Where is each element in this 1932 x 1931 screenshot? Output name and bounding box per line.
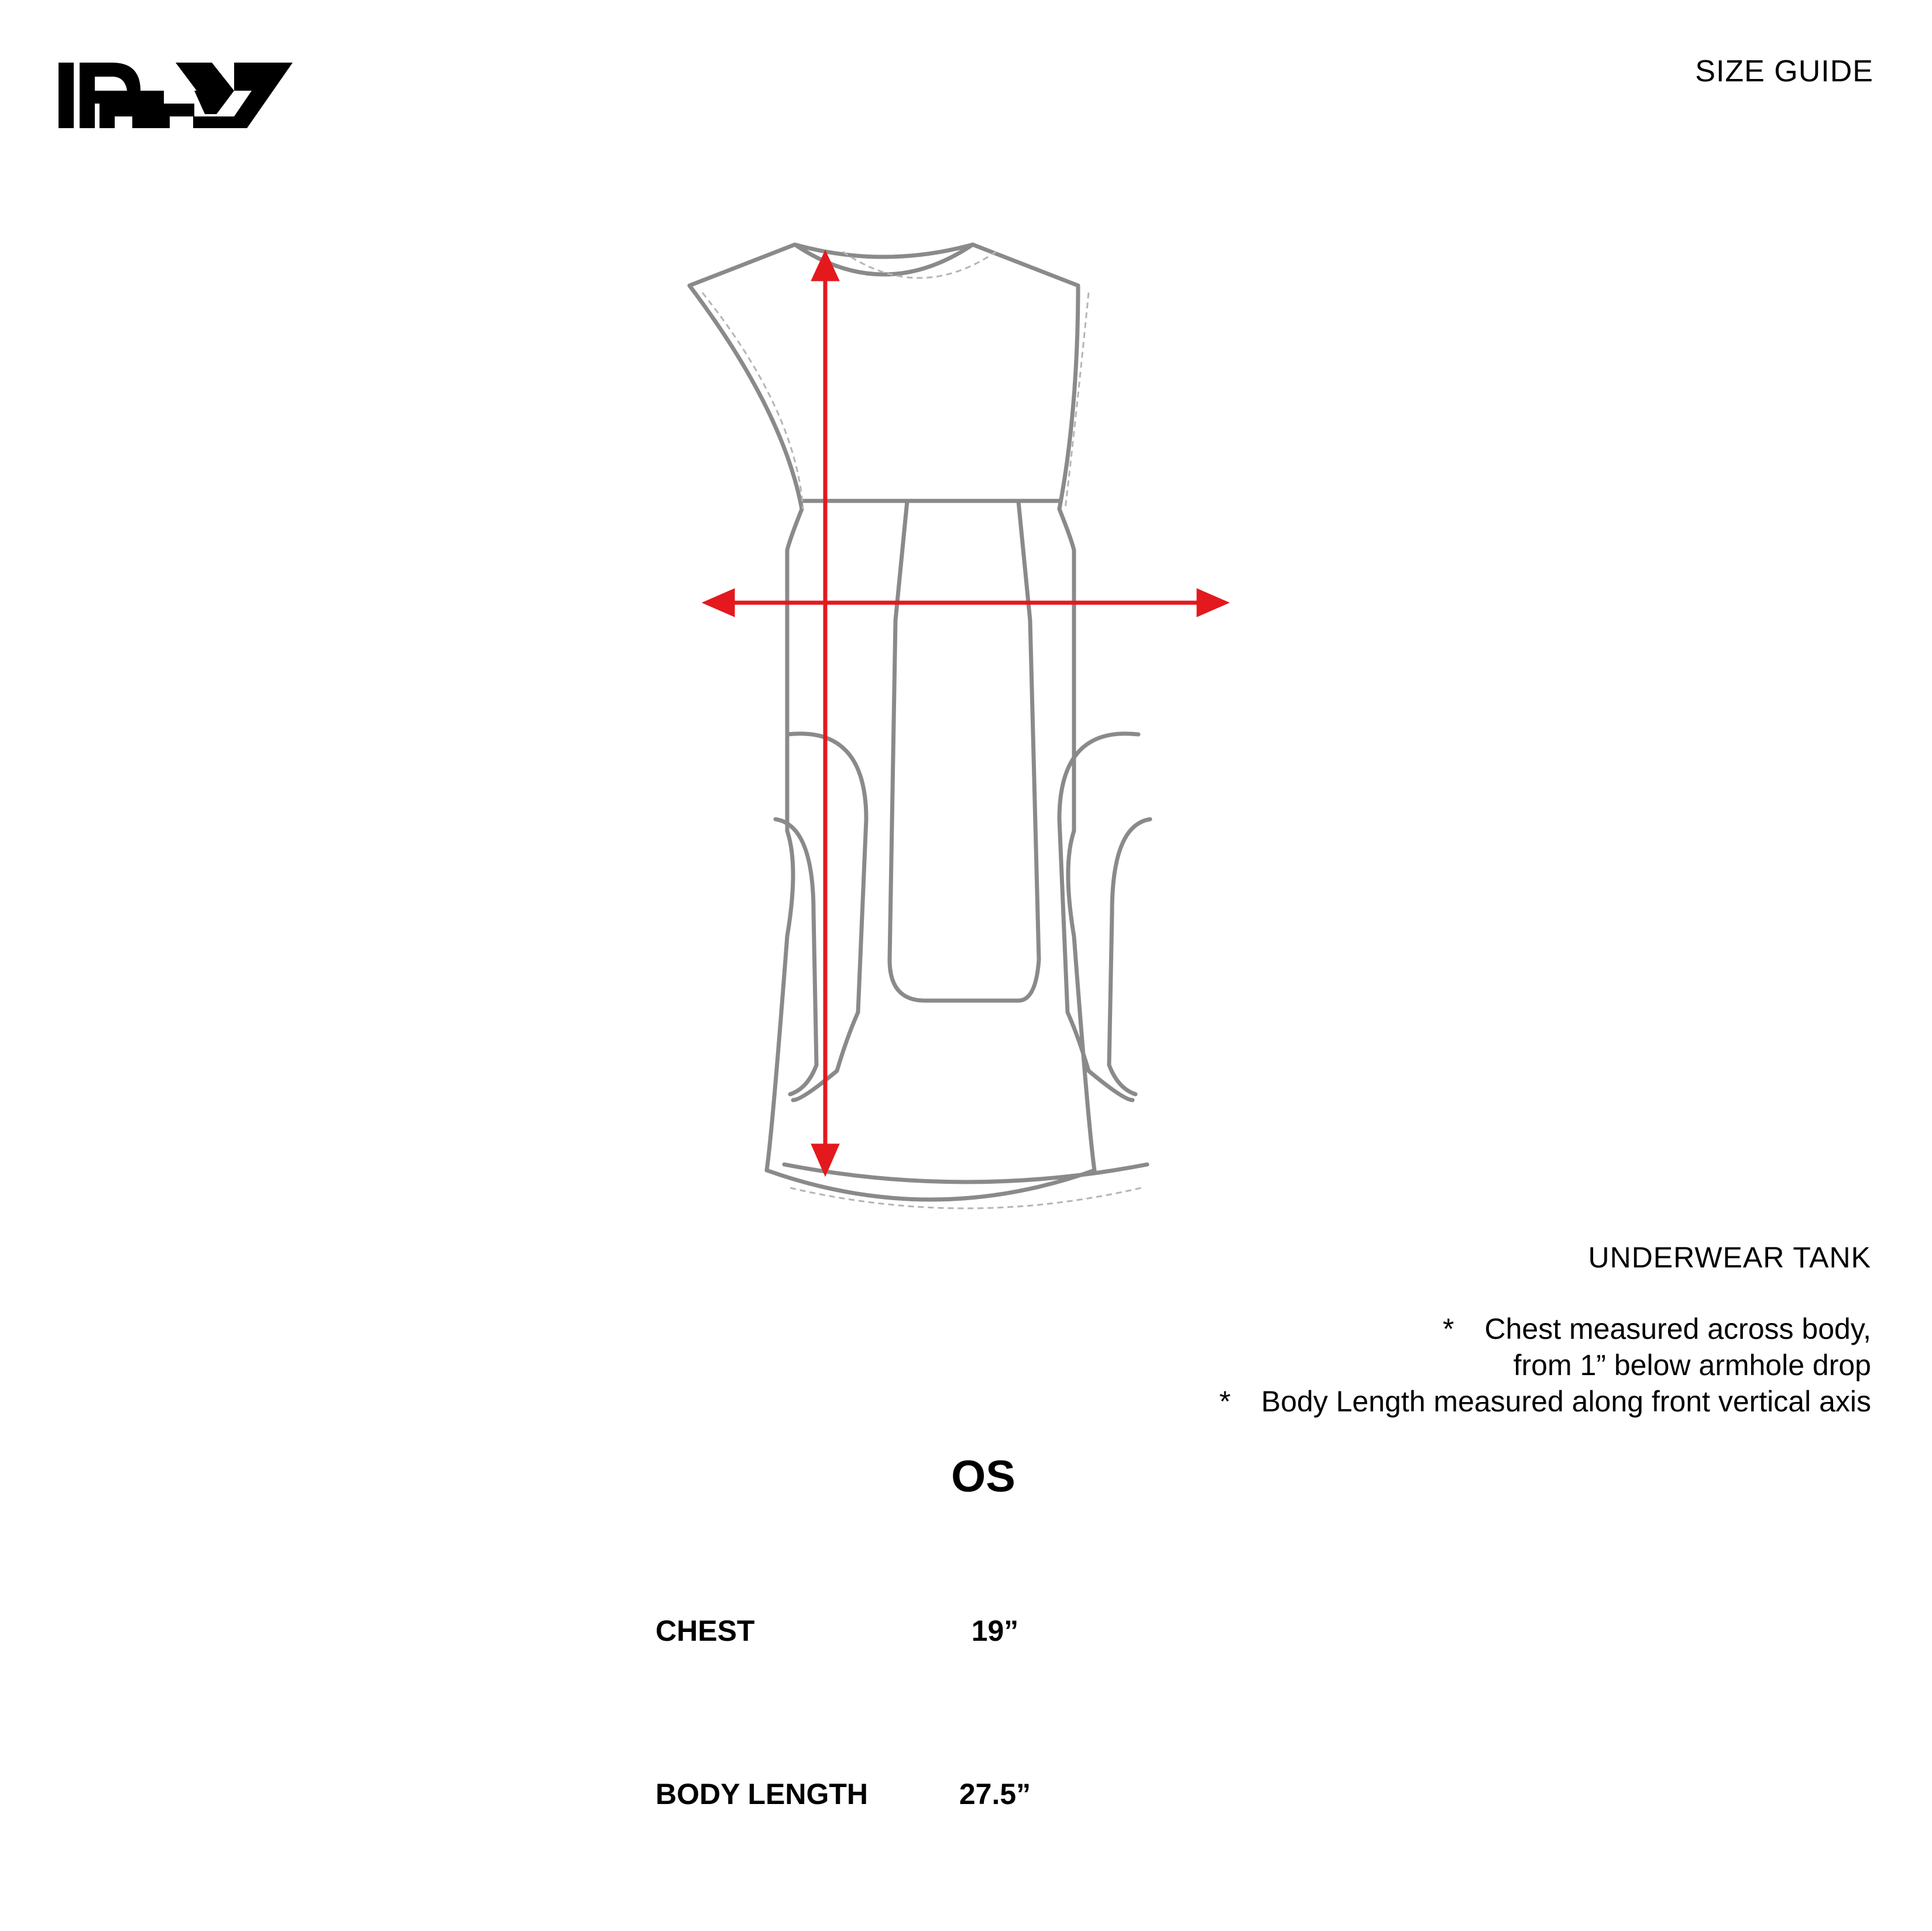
note-bullet: *	[1219, 1385, 1231, 1418]
note-line: from 1” below armhole drop	[1513, 1349, 1871, 1382]
chest-arrow	[701, 588, 1230, 617]
product-name: UNDERWEAR TANK	[1588, 1241, 1871, 1274]
left-armhole-stitching	[701, 292, 804, 510]
size-heading: OS	[951, 1452, 1015, 1501]
spec-label: CHEST	[656, 1614, 755, 1647]
tank-outline	[687, 242, 1097, 1202]
left-panel	[785, 731, 869, 1102]
brand-logo	[59, 63, 293, 128]
spec-value: 19”	[971, 1614, 1019, 1647]
neck-stitching	[842, 250, 997, 279]
note-chest: * Chest measured across body,	[1052, 1311, 1871, 1347]
right-side-panel	[1107, 817, 1152, 1097]
tank-illustration	[687, 242, 1230, 1210]
spec-label: BODY LENGTH	[656, 1778, 868, 1810]
hem-band	[782, 1162, 1149, 1184]
hem-stitching	[790, 1187, 1142, 1210]
note-bullet: *	[1443, 1312, 1454, 1345]
center-pocket	[887, 499, 1041, 1003]
measurement-notes: * Chest measured across body, from 1” bel…	[1052, 1311, 1871, 1420]
note-line: Chest measured across body,	[1484, 1312, 1872, 1345]
note-chest-continued: from 1” below armhole drop	[1052, 1347, 1871, 1383]
neckline	[792, 242, 975, 277]
right-panel	[1057, 731, 1141, 1102]
spec-value: 27.5”	[959, 1778, 1031, 1810]
left-side-panel	[773, 817, 819, 1097]
page-title: SIZE GUIDE	[1695, 54, 1873, 88]
body-length-arrow	[811, 249, 840, 1177]
right-armhole-stitching	[1064, 292, 1090, 510]
note-body-length: * Body Length measured along front vertic…	[1052, 1383, 1871, 1420]
note-line: Body Length measured along front vertica…	[1261, 1385, 1871, 1418]
